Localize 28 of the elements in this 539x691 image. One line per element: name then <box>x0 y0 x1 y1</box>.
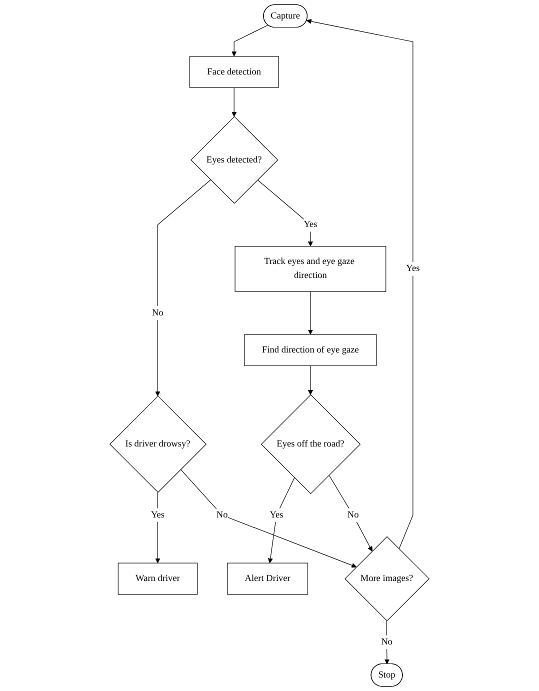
arrow <box>155 180 211 396</box>
node-box: Track eyes and eye gaze direction <box>234 246 386 292</box>
arrow <box>306 18 414 550</box>
node-diamond: More images? <box>344 536 430 622</box>
arrow <box>328 474 372 552</box>
arrow <box>180 469 357 568</box>
node-box: Warn driver <box>118 562 198 595</box>
edge-label: Yes <box>270 510 284 520</box>
arrow <box>232 87 237 117</box>
node-box: Face detection <box>189 56 279 88</box>
node-box: Find direction of eye gaze <box>244 334 377 366</box>
arrow <box>308 365 313 395</box>
edge-label: No <box>152 308 164 318</box>
arrow <box>257 180 313 246</box>
edge-label: Yes <box>406 264 420 274</box>
arrow <box>232 24 268 56</box>
edge-label: Yes <box>304 220 318 230</box>
arrow <box>155 492 160 564</box>
node-diamond: Eyes off the road? <box>260 394 361 494</box>
node-box: Alert Driver <box>227 562 308 595</box>
node-diamond: Is driver drowsy? <box>109 396 207 493</box>
arrow <box>268 477 295 564</box>
edge-label: No <box>216 510 228 520</box>
edge-label: Yes <box>150 510 164 520</box>
edge-label: No <box>347 510 359 520</box>
node-diamond: Eyes detected? <box>190 116 278 204</box>
edge-label: No <box>381 637 392 647</box>
arrow <box>308 291 313 335</box>
